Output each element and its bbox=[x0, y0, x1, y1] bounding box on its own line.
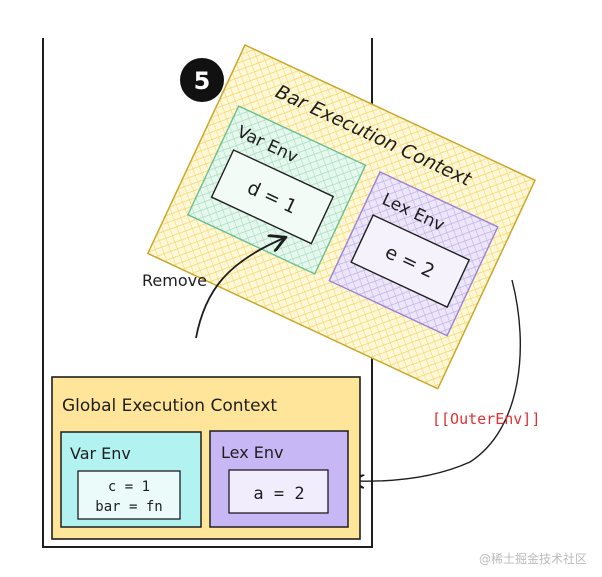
global-context-title: Global Execution Context bbox=[62, 396, 277, 416]
step-number: 5 bbox=[194, 67, 211, 95]
remove-label: Remove bbox=[142, 271, 207, 290]
bar-lex-env: Lex Env e = 2 bbox=[328, 171, 499, 337]
remove-arrow bbox=[195, 238, 284, 339]
bar-var-env-value-box bbox=[210, 149, 335, 245]
global-var-env-label: Var Env bbox=[70, 444, 131, 463]
global-var-env-line1: c = 1 bbox=[108, 479, 150, 495]
bar-lex-env-value-box bbox=[350, 214, 471, 308]
watermark: @稀土掘金技术社区 bbox=[479, 551, 587, 566]
global-lex-env-label: Lex Env bbox=[221, 443, 283, 462]
global-lex-env-value: a = 2 bbox=[253, 484, 304, 504]
global-var-env-value-box bbox=[77, 470, 181, 520]
bar-execution-context: Bar Execution Context Var Env d = 1 Lex … bbox=[146, 44, 537, 390]
global-lex-env-value-box bbox=[228, 469, 329, 514]
outer-env-label: [[OuterEnv]] bbox=[432, 410, 540, 428]
step-badge: 5 bbox=[180, 58, 224, 102]
global-var-env: Var Env c = 1 bar = fn bbox=[60, 431, 202, 528]
global-execution-context: Global Execution Context Var Env c = 1 b… bbox=[51, 376, 361, 540]
outer-env-arrow bbox=[353, 279, 521, 481]
global-var-env-line2: bar = fn bbox=[95, 499, 162, 515]
global-lex-env: Lex Env a = 2 bbox=[209, 430, 349, 528]
bar-var-env: Var Env d = 1 bbox=[186, 105, 367, 275]
